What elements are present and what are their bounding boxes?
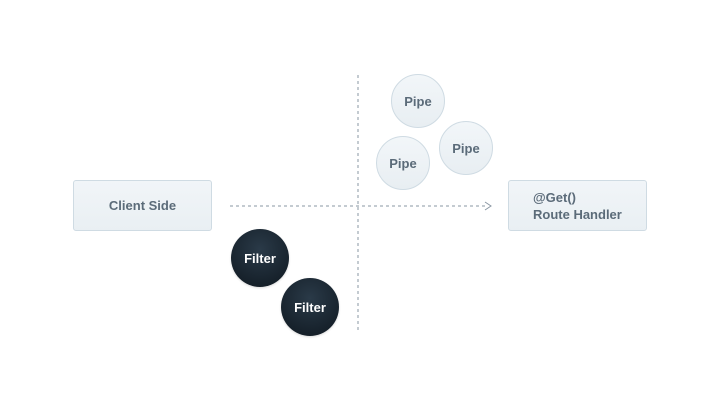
filter-label: Filter [244,250,276,266]
pipe-node: Pipe [391,74,445,128]
filter-node: Filter [281,278,339,336]
route-handler-decorator: @Get() [533,189,577,205]
pipe-label: Pipe [452,140,480,156]
filter-node: Filter [231,229,289,287]
pipe-node: Pipe [376,136,430,190]
route-handler-label: Route Handler [533,206,622,222]
route-handler-box: @Get() Route Handler [508,180,647,231]
pipe-node: Pipe [439,121,493,175]
client-side-box: Client Side [73,180,212,231]
client-side-label: Client Side [108,198,177,213]
pipe-label: Pipe [389,155,417,171]
pipe-label: Pipe [404,93,432,109]
filter-label: Filter [294,299,326,315]
request-flow-arrowhead [484,201,492,211]
